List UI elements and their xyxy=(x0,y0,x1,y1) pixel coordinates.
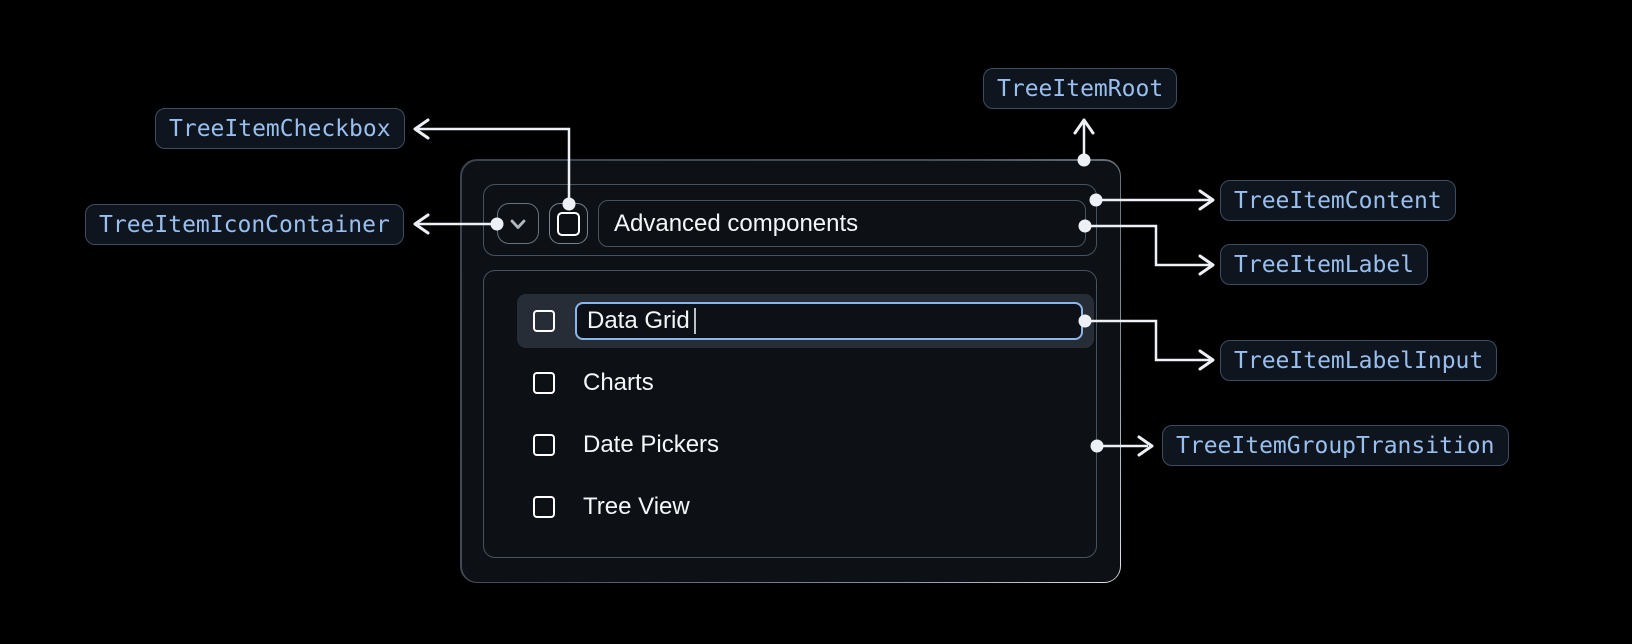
annotation-chip-label: TreeItemLabel xyxy=(1220,244,1429,285)
arrowhead-right-group-transition xyxy=(1137,435,1154,457)
annotation-chip-icon-container: TreeItemIconContainer xyxy=(85,204,404,245)
annotation-chip-checkbox: TreeItemCheckbox xyxy=(155,108,405,149)
annotation-chip-label-input-label: TreeItemLabelInput xyxy=(1234,347,1484,374)
checkbox-icon xyxy=(557,211,580,236)
checkbox-icon[interactable] xyxy=(533,310,555,332)
tree-row-charts[interactable]: Charts xyxy=(517,356,1094,410)
annotation-chip-root: TreeItemRoot xyxy=(983,68,1178,109)
parent-item-label: Advanced components xyxy=(614,209,859,237)
arrowhead-right-content xyxy=(1198,189,1215,211)
tree-row-data-grid[interactable]: Data Grid xyxy=(517,294,1094,348)
tree-item-label-input[interactable]: Data Grid xyxy=(575,302,1083,340)
tree-item-checkbox[interactable] xyxy=(549,203,588,244)
annotation-chip-group-transition: TreeItemGroupTransition xyxy=(1162,425,1509,466)
annotation-chip-checkbox-label: TreeItemCheckbox xyxy=(169,115,391,142)
child-item-label: Charts xyxy=(583,369,654,396)
tree-item-icon-container[interactable] xyxy=(497,203,539,244)
tree-item-root xyxy=(460,159,1121,583)
checkbox-icon[interactable] xyxy=(533,434,555,456)
arrowhead-right-label-input xyxy=(1198,349,1215,371)
arrowhead-up-root xyxy=(1073,118,1095,135)
checkbox-icon[interactable] xyxy=(533,372,555,394)
tree-item-label: Advanced components xyxy=(598,200,1086,247)
tree-row-tree-view[interactable]: Tree View xyxy=(517,480,1094,534)
tree-item-group-transition xyxy=(483,270,1097,558)
arrowhead-right-label xyxy=(1198,254,1215,276)
tree-item-content[interactable] xyxy=(483,184,1097,256)
child-item-label: Date Pickers xyxy=(583,431,720,458)
arrowhead-left-icon-container xyxy=(413,213,430,235)
child-item-label: Tree View xyxy=(583,493,690,520)
chevron-down-icon xyxy=(506,212,530,236)
tree-row-date-pickers[interactable]: Date Pickers xyxy=(517,418,1094,472)
annotation-chip-content-label: TreeItemContent xyxy=(1234,187,1442,214)
tree-item-root-surface xyxy=(461,160,1120,582)
label-input-value: Data Grid xyxy=(587,307,690,334)
annotation-chip-content: TreeItemContent xyxy=(1220,180,1456,221)
annotation-chip-label-label: TreeItemLabel xyxy=(1234,251,1415,278)
checkbox-icon[interactable] xyxy=(533,496,555,518)
annotation-chip-label-input: TreeItemLabelInput xyxy=(1220,340,1498,381)
annotation-chip-root-label: TreeItemRoot xyxy=(997,75,1164,102)
text-caret xyxy=(693,308,696,334)
annotation-chip-group-transition-label: TreeItemGroupTransition xyxy=(1176,432,1495,459)
arrowhead-left-checkbox xyxy=(413,118,430,140)
annotation-chip-icon-container-label: TreeItemIconContainer xyxy=(99,211,390,238)
